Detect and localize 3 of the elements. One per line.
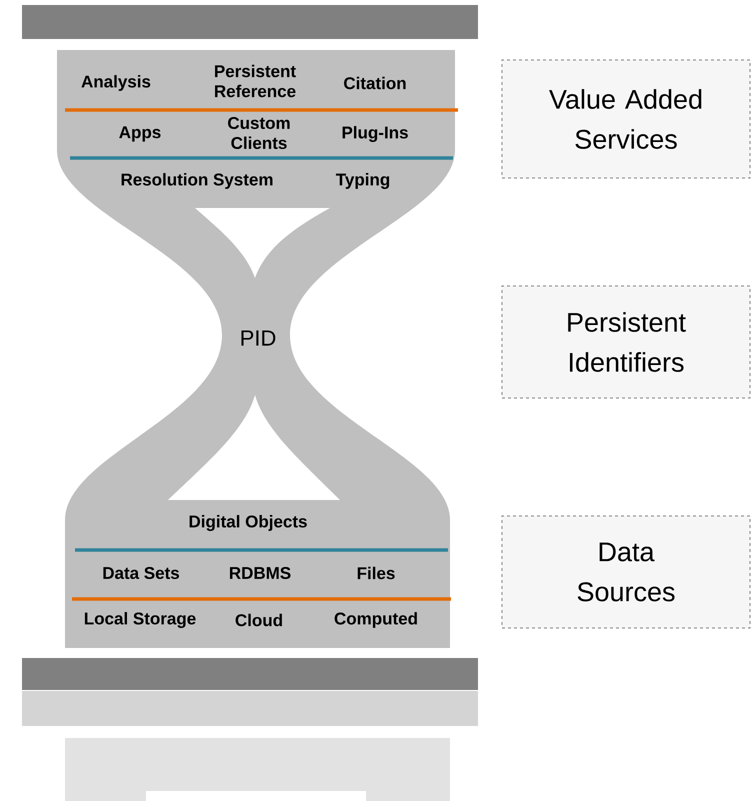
layer-box: Data Sources [502, 516, 750, 628]
layer-box: Persistent Identifiers [502, 286, 750, 398]
layer-box: Value Added Services [502, 60, 750, 178]
